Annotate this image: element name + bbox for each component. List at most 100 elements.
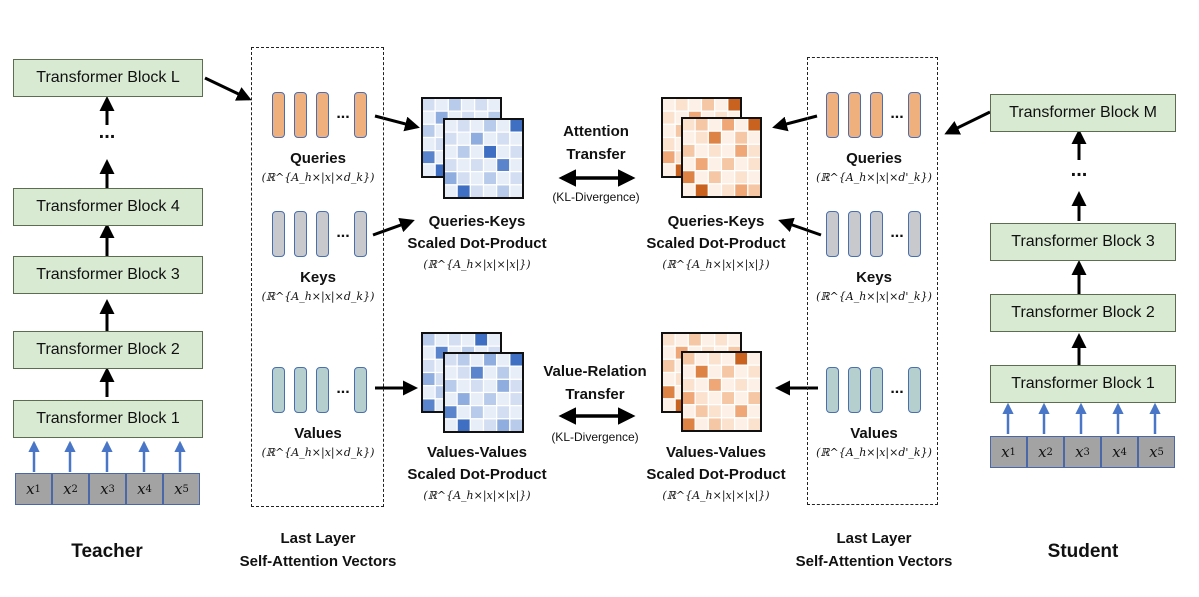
mat-s-vv-front-cell [734, 417, 749, 432]
mat-s-qk-front-cell [681, 170, 696, 185]
mat-s-qk-front-cell [681, 143, 696, 159]
mat-s-vv-back-cell [661, 332, 676, 347]
mat-s-qk-front-cell [707, 130, 723, 145]
teacher-keys-vector-3 [316, 211, 329, 257]
mat-t-vv-front-cell [443, 378, 458, 394]
mat-s-qk-front-cell [747, 143, 762, 159]
mat-t-vv-front-cell [496, 418, 511, 433]
teacher-vv-label-line1: Values-Values [426, 444, 528, 461]
teacher-values-vector-3 [316, 367, 329, 413]
mat-s-qk-back-cell [661, 150, 676, 165]
teacher-vv-matrix-front [443, 352, 524, 433]
mat-s-vv-front-cell [707, 404, 723, 419]
mat-t-qk-front-cell [443, 131, 458, 146]
mat-s-qk-front-cell [681, 183, 696, 198]
mat-s-vv-back-cell [661, 345, 676, 360]
mat-s-vv-back-cell [674, 332, 689, 347]
mat-t-qk-front-cell [469, 184, 485, 199]
mat-t-qk-front-cell [456, 157, 471, 173]
teacher-block-3: Transformer Block 3 [13, 256, 203, 294]
teacher-keys-vector-ellipsis: ... [336, 224, 350, 241]
mat-s-qk-front-cell [720, 183, 736, 198]
mat-t-vv-back-cell [447, 332, 463, 347]
mat-t-vv-back-cell [421, 398, 436, 413]
mat-s-qk-back-cell [661, 163, 676, 178]
mat-s-vv-back-cell [661, 385, 676, 400]
mat-t-vv-front-cell [456, 405, 471, 420]
mat-t-vv-front-cell [496, 365, 511, 380]
mat-t-vv-front-cell [482, 418, 498, 433]
mat-t-vv-front-cell [482, 378, 498, 394]
teacher-queries-dim: (ℝ^{A_h×|x|×d_k}) [261, 171, 375, 184]
teacher-queries-label: Queries [290, 150, 346, 167]
mat-s-qk-front-cell [747, 156, 762, 172]
mat-s-vv-front-cell [694, 351, 709, 366]
value-transfer-note: (KL-Divergence) [551, 430, 639, 444]
mat-t-vv-front-cell [496, 378, 511, 394]
student-label: Student [1047, 541, 1119, 562]
mat-s-vv-back-cell [661, 358, 676, 374]
mat-t-vv-back-cell [421, 332, 436, 347]
student-values-dim: (ℝ^{A_h×|x|×d'_k}) [816, 446, 932, 459]
attention-transfer-line2: Transfer [566, 146, 626, 163]
mat-t-qk-front-cell [496, 144, 511, 160]
mat-t-qk-front-cell [482, 144, 498, 160]
mat-s-vv-front-cell [707, 417, 723, 432]
student-keys-dim: (ℝ^{A_h×|x|×d'_k}) [816, 290, 932, 303]
mat-s-vv-front-cell [707, 364, 723, 379]
mat-s-vv-back-cell [661, 398, 676, 413]
mat-s-qk-front-cell [694, 143, 709, 159]
teacher-qk-matrix-front [443, 118, 524, 199]
mat-s-vv-front-cell [747, 377, 762, 393]
mat-t-qk-front-cell [469, 144, 485, 160]
attention-transfer-line1: Attention [563, 123, 629, 140]
mat-t-qk-front-cell [496, 171, 511, 186]
teacher-qk-label-line2: Scaled Dot-Product [407, 235, 547, 252]
mat-s-vv-back-cell [687, 332, 703, 347]
mat-t-vv-front-cell [469, 378, 485, 394]
arrow-queries-to-matrix-s [772, 114, 818, 132]
teacher-queries-vector-3 [316, 92, 329, 138]
teacher-block-2: Transformer Block 2 [13, 331, 203, 369]
mat-s-vv-front-cell [694, 390, 709, 406]
student-values-vector-ellipsis: ... [890, 380, 904, 397]
mat-s-qk-front-cell [694, 117, 709, 132]
mat-s-qk-back-cell [661, 97, 676, 112]
teacher-ellipsis: ... [98, 121, 116, 143]
mat-s-vv-front-cell [681, 351, 696, 366]
student-queries-vector-4 [908, 92, 921, 138]
mat-t-qk-back-cell [474, 97, 489, 112]
student-keys-vector-4 [908, 211, 921, 257]
mat-t-qk-front-cell [443, 171, 458, 186]
teacher-keys-dim: (ℝ^{A_h×|x|×d_k}) [261, 290, 375, 303]
mat-t-qk-front-cell [469, 171, 485, 186]
student-block-M: Transformer Block M [990, 94, 1176, 132]
mat-t-vv-front-cell [482, 365, 498, 380]
mat-t-qk-front-cell [456, 131, 471, 146]
mat-t-vv-back-cell [474, 332, 489, 347]
mat-t-vv-back-cell [421, 385, 436, 400]
student-qk-matrix-front [681, 117, 762, 198]
mat-s-qk-front-cell [747, 130, 762, 145]
mat-s-vv-back-cell [727, 332, 742, 347]
mat-s-vv-front-cell [694, 364, 709, 379]
student-queries-label: Queries [846, 150, 902, 167]
teacher-keys-vector-2 [294, 211, 307, 257]
mat-t-vv-front-cell [443, 418, 458, 433]
mat-t-qk-front-cell [443, 157, 458, 173]
student-vv-label-line1: Values-Values [665, 444, 767, 461]
mat-s-qk-front-cell [707, 156, 723, 172]
student-keys-vector-3 [870, 211, 883, 257]
mat-t-qk-front-cell [443, 118, 458, 133]
student-box-caption-line1: Last Layer [836, 530, 912, 547]
student-block-3: Transformer Block 3 [990, 223, 1176, 261]
mat-s-vv-front-cell [747, 417, 762, 432]
mat-s-qk-front-cell [747, 183, 762, 198]
teacher-vv-dim: (ℝ^{A_h×|x|×|x|}) [423, 489, 531, 502]
student-box-caption-line2: Self-Attention Vectors [795, 553, 953, 570]
arrow-queries-to-matrix-t [374, 114, 420, 132]
